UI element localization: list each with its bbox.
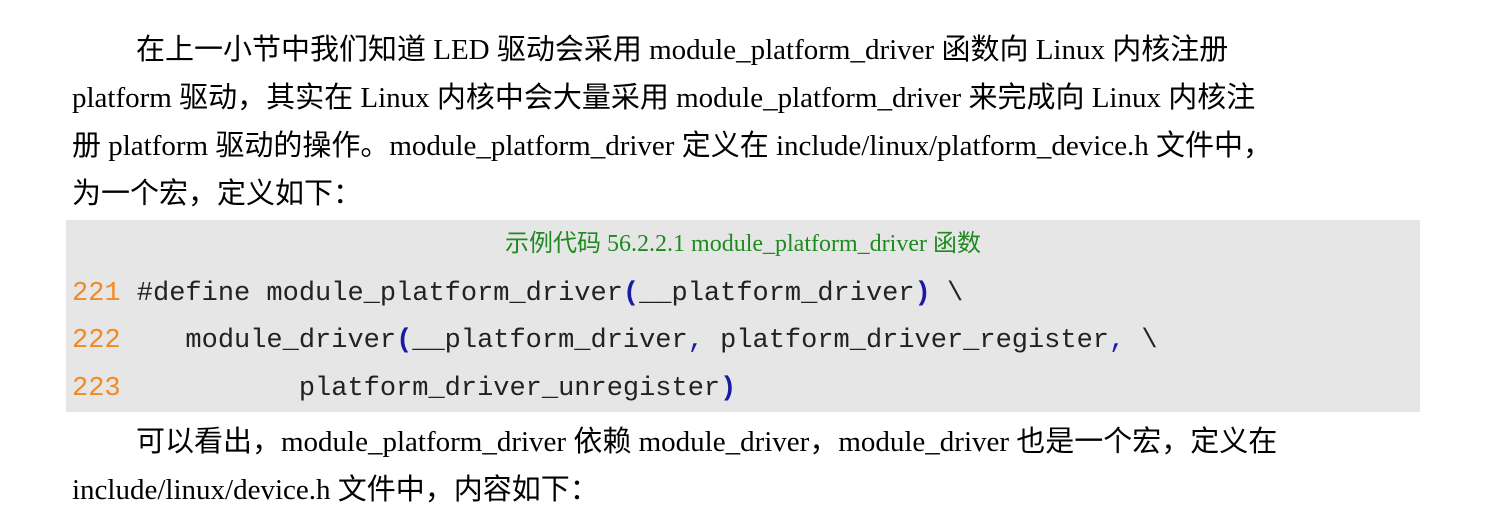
paragraph-line: platform 驱动，其实在 Linux 内核中会大量采用 module_pl… xyxy=(72,82,1256,114)
paragraph-line: 在上一小节中我们知道 LED 驱动会采用 module_platform_dri… xyxy=(136,34,1229,66)
line-number: 223 xyxy=(72,374,121,404)
paragraph-line: 册 platform 驱动的操作。module_platform_driver … xyxy=(72,130,1273,162)
paragraph-line: 为一个宏，定义如下： xyxy=(72,178,363,210)
code-paren: ) xyxy=(914,279,931,309)
code-line-221: 221 #define module_platform_driver(__pla… xyxy=(72,270,963,318)
code-text: platform_driver_unregister xyxy=(120,374,721,404)
code-text: platform_driver_register xyxy=(703,326,1109,356)
code-comma: , xyxy=(1109,326,1126,356)
code-paren: ( xyxy=(622,279,640,309)
line-number: 222 xyxy=(72,326,121,356)
code-listing: 示例代码 56.2.2.1 module_platform_driver 函数 … xyxy=(66,220,1420,412)
code-caption: 示例代码 56.2.2.1 module_platform_driver 函数 xyxy=(505,231,981,257)
code-comma: , xyxy=(687,326,704,356)
code-text: module_driver xyxy=(120,326,397,356)
code-text: \ xyxy=(1125,326,1158,356)
intro-paragraph: 在上一小节中我们知道 LED 驱动会采用 module_platform_dri… xyxy=(72,26,1422,218)
document-page: 在上一小节中我们知道 LED 驱动会采用 module_platform_dri… xyxy=(66,26,1422,506)
code-line-222: 222 module_driver(__platform_driver, pla… xyxy=(72,317,1158,365)
followup-paragraph: 可以看出，module_platform_driver 依赖 module_dr… xyxy=(72,418,1422,514)
paragraph-line: 可以看出，module_platform_driver 依赖 module_dr… xyxy=(136,426,1278,458)
code-paren: ( xyxy=(396,326,413,356)
paragraph-line: include/linux/device.h 文件中，内容如下： xyxy=(72,474,599,506)
code-text: __platform_driver xyxy=(412,326,688,356)
code-line-223: 223 platform_driver_unregister) xyxy=(72,365,736,413)
line-number: 221 xyxy=(72,279,121,309)
code-text: __platform_driver xyxy=(639,279,915,309)
code-paren: ) xyxy=(720,374,737,404)
code-text: #define module_platform_driver xyxy=(120,279,623,309)
code-text: \ xyxy=(930,279,964,309)
